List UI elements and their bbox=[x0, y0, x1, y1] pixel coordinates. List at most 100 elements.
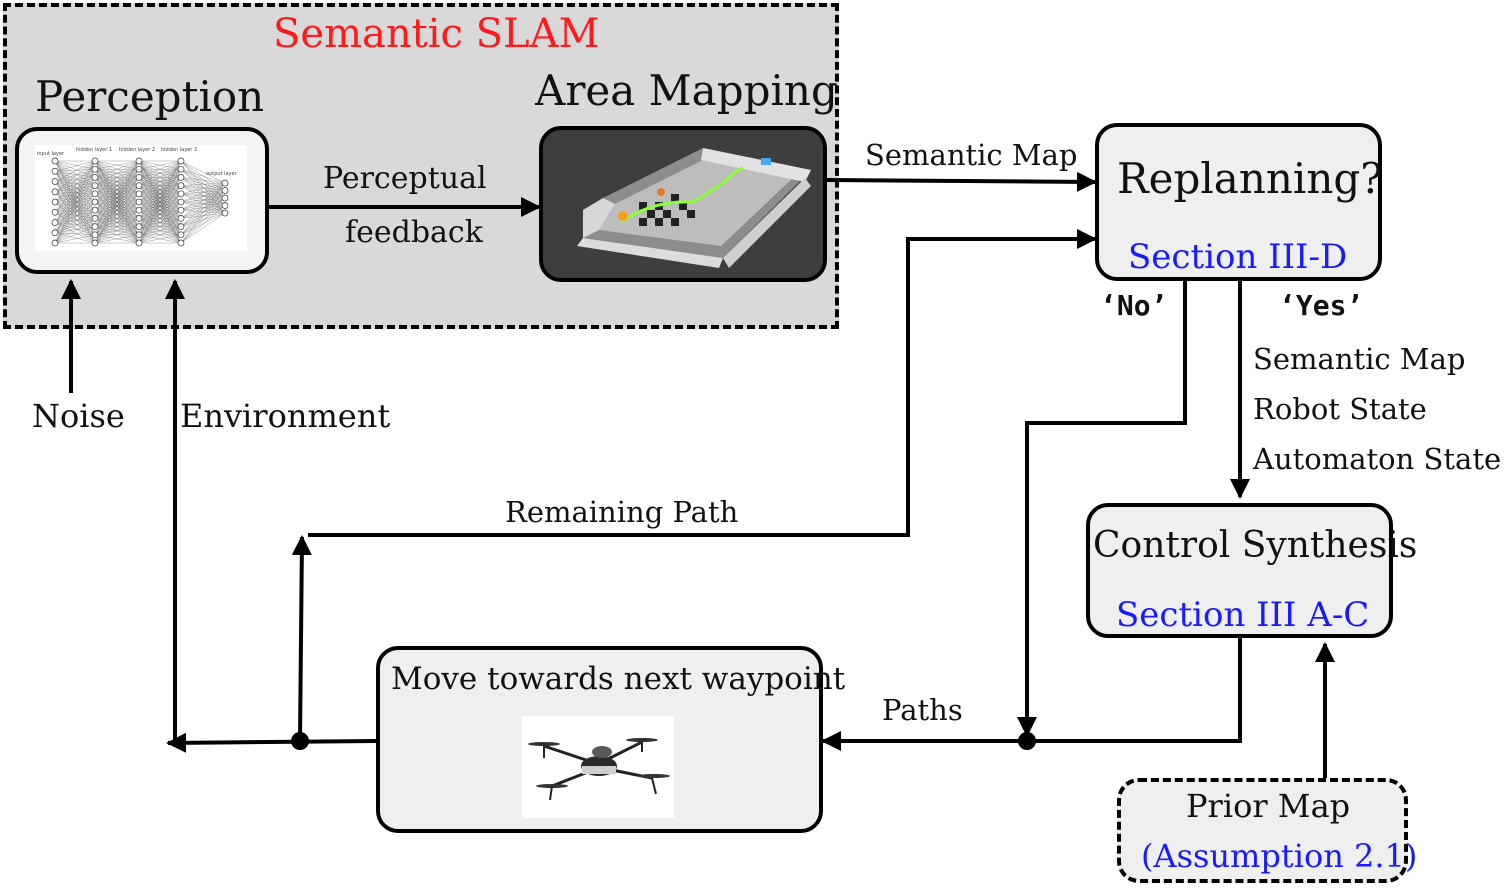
nn-edge bbox=[180, 185, 226, 214]
nn-node bbox=[221, 209, 229, 217]
area-mapping-box bbox=[539, 126, 827, 282]
input-semantic-map: Semantic Map bbox=[1253, 342, 1466, 376]
nn-edge bbox=[180, 212, 226, 219]
nn-edge bbox=[180, 197, 226, 235]
nn-node bbox=[91, 190, 99, 198]
nn-edge bbox=[94, 160, 140, 211]
nn-node bbox=[135, 174, 143, 181]
nn-edge bbox=[180, 169, 226, 184]
nn-node bbox=[135, 231, 143, 239]
nn-node bbox=[51, 167, 59, 175]
nn-edge bbox=[54, 160, 96, 213]
nn-edge bbox=[180, 193, 226, 199]
nn-edge bbox=[180, 190, 226, 203]
nn-edge bbox=[54, 212, 96, 235]
nn-node bbox=[91, 165, 99, 173]
nn-node bbox=[177, 231, 185, 239]
nn-node bbox=[177, 190, 185, 198]
nn-edge bbox=[180, 212, 226, 244]
nn-node bbox=[51, 178, 59, 185]
nn-edge bbox=[54, 212, 96, 227]
nn-node bbox=[135, 190, 143, 198]
nn-edge bbox=[180, 185, 226, 199]
nn-node bbox=[91, 215, 99, 222]
control-synthesis-section: Section III A-C bbox=[1116, 595, 1370, 635]
nn-edge bbox=[180, 205, 226, 211]
nn-edge bbox=[138, 160, 182, 227]
prior-map-assumption: (Assumption 2.1) bbox=[1141, 837, 1418, 875]
semantic-map-label: Semantic Map bbox=[865, 138, 1078, 172]
no-label: ‘No’ bbox=[1100, 289, 1168, 322]
nn-node bbox=[91, 206, 99, 214]
nn-edge bbox=[180, 160, 226, 184]
nn-edge bbox=[54, 201, 96, 244]
noise-label: Noise bbox=[32, 397, 125, 435]
nn-edge bbox=[180, 177, 226, 199]
nn-node bbox=[91, 174, 99, 181]
nn-edge bbox=[54, 193, 96, 223]
nn-edge bbox=[54, 185, 96, 223]
feedback-label: feedback bbox=[345, 215, 483, 250]
nn-node bbox=[221, 179, 229, 187]
nn-edge bbox=[138, 160, 182, 211]
nn-edge bbox=[180, 169, 226, 191]
nn-edge bbox=[54, 193, 96, 213]
nn-edge bbox=[94, 234, 140, 244]
nn-edge bbox=[138, 218, 182, 244]
nn-edge bbox=[180, 182, 226, 227]
nn-node bbox=[91, 182, 99, 189]
nn-edge bbox=[94, 160, 140, 227]
perception-label: Perception bbox=[35, 72, 265, 121]
nn-edge bbox=[94, 185, 140, 244]
nn-edge bbox=[138, 185, 182, 244]
nn-edge bbox=[138, 160, 182, 186]
nn-node bbox=[177, 165, 185, 173]
nn-edge bbox=[180, 182, 226, 235]
nn-edge bbox=[54, 169, 96, 223]
nn-node bbox=[177, 206, 185, 214]
nn-node bbox=[135, 198, 143, 206]
semantic-map-image bbox=[543, 130, 823, 278]
nn-node bbox=[177, 174, 185, 181]
nn-edge bbox=[180, 212, 226, 235]
nn-edge bbox=[180, 177, 226, 214]
junction-left bbox=[291, 732, 309, 750]
nn-edge bbox=[138, 160, 182, 170]
nn-edge bbox=[54, 193, 96, 233]
nn-edge bbox=[94, 169, 140, 244]
neural-network-image: input layer hidden layer 1 hidden layer … bbox=[35, 145, 247, 251]
nn-edge bbox=[54, 160, 96, 244]
semantic-map-arrow bbox=[826, 171, 1097, 192]
nn-edge bbox=[54, 226, 96, 244]
nn-node bbox=[135, 182, 143, 189]
nn-edge bbox=[54, 177, 96, 223]
nn-edge bbox=[54, 210, 96, 213]
nn-edge bbox=[54, 201, 96, 213]
nn-edge bbox=[138, 160, 182, 244]
remaining-path-up-arrow bbox=[291, 535, 312, 742]
nn-edge bbox=[54, 222, 96, 227]
nn-node bbox=[177, 198, 185, 206]
perception-box: input layer hidden layer 1 hidden layer … bbox=[15, 127, 269, 274]
nn-edge bbox=[54, 160, 96, 192]
nn-edge bbox=[180, 193, 226, 206]
nn-edge bbox=[138, 234, 182, 244]
nn-node bbox=[221, 187, 229, 194]
nn-edge bbox=[54, 177, 96, 213]
nn-edge bbox=[180, 182, 226, 244]
nn-edge bbox=[94, 210, 140, 244]
nn-edge bbox=[54, 160, 96, 203]
move-output-line bbox=[166, 732, 377, 753]
nn-edge bbox=[138, 226, 182, 244]
nn-edge bbox=[54, 210, 96, 244]
nn-edge bbox=[54, 218, 96, 223]
nn-edge bbox=[138, 160, 182, 203]
control-synthesis-box bbox=[1086, 503, 1393, 638]
nn-edge bbox=[138, 160, 182, 178]
control-output-line bbox=[1030, 638, 1242, 743]
drone-image bbox=[522, 716, 674, 818]
nn-edge bbox=[180, 197, 226, 219]
input-automaton-state: Automaton State bbox=[1253, 442, 1502, 476]
nn-node bbox=[51, 198, 59, 206]
